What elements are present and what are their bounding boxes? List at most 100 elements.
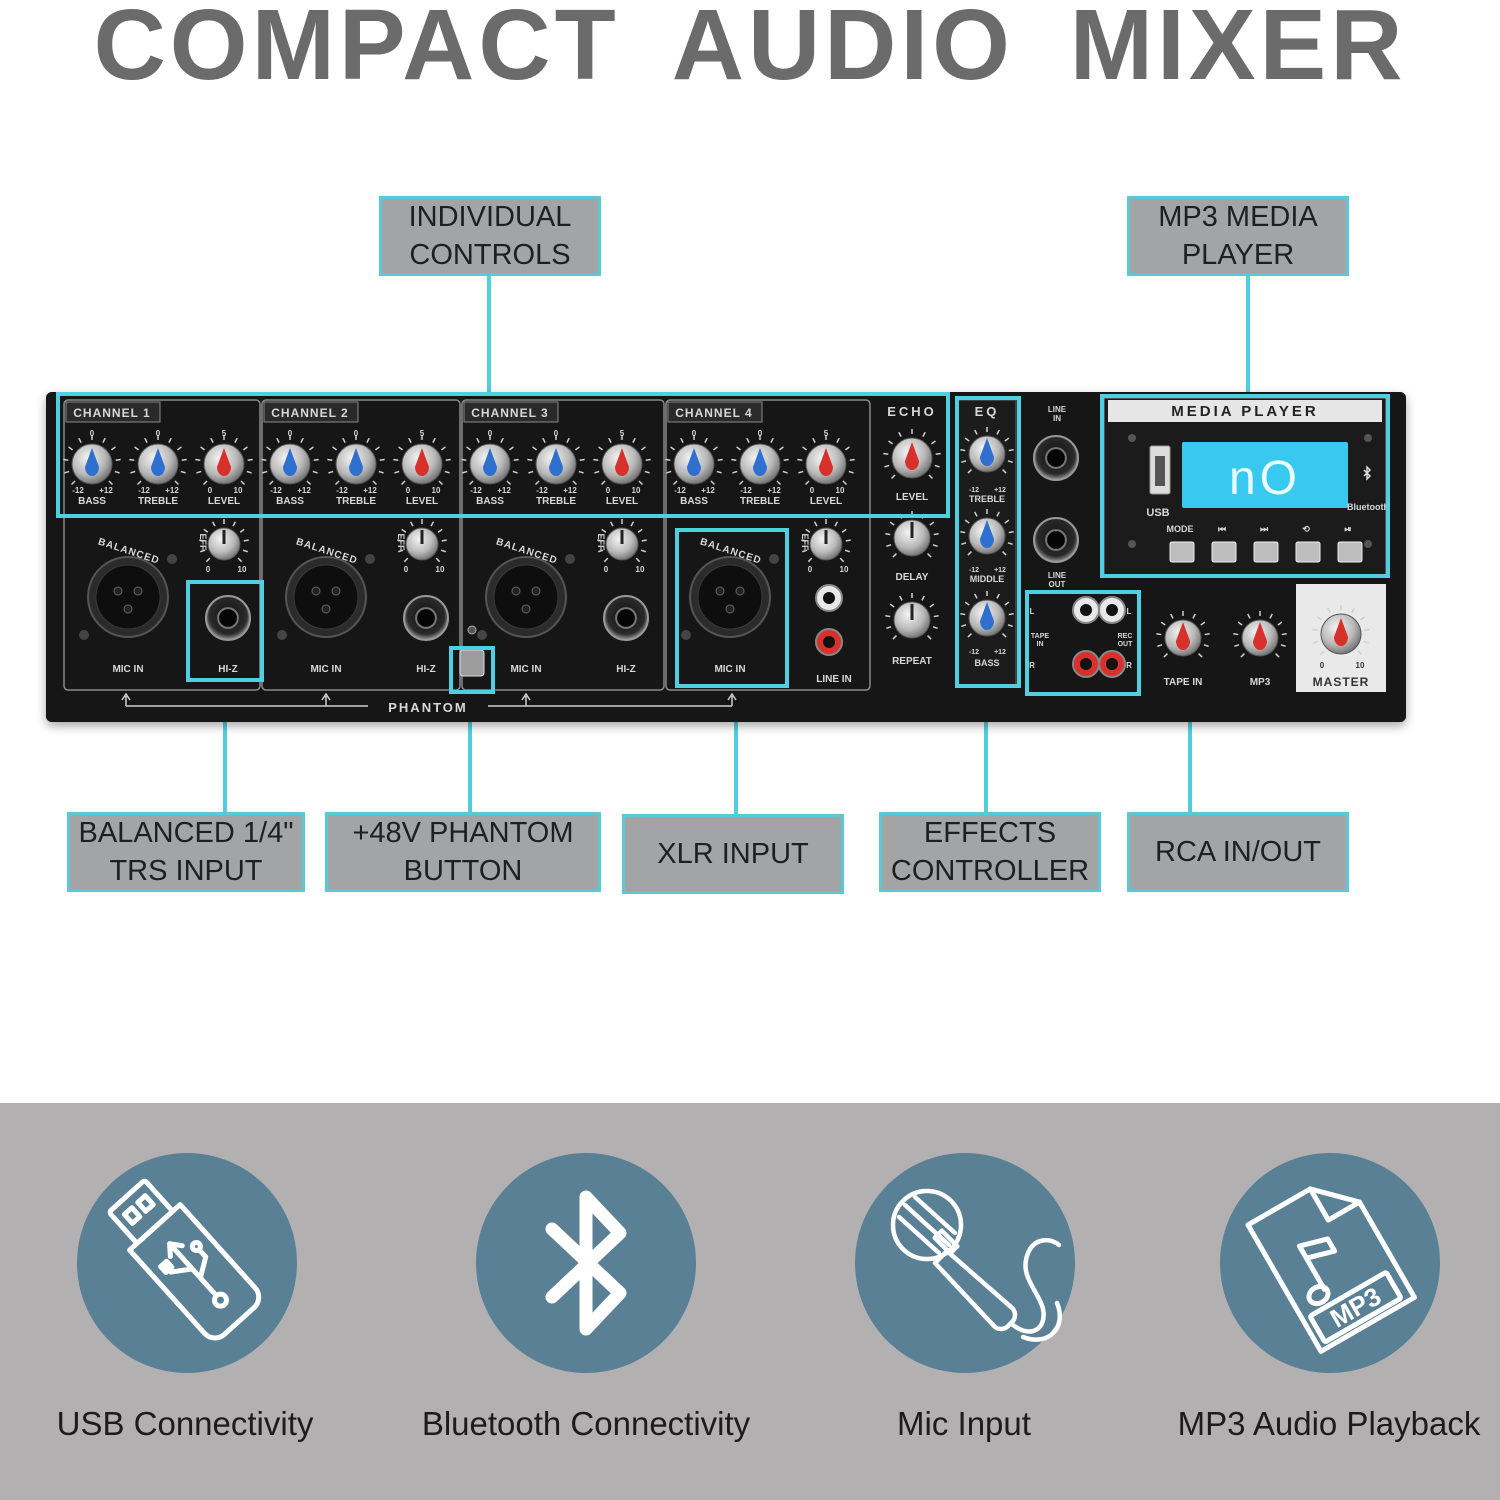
channel-4-knob-treble-tick [746, 437, 750, 443]
bluetooth-small-icon [1363, 465, 1372, 481]
feature-circle-bluetooth [476, 1153, 696, 1373]
channel-4-knob-treble-tick [776, 480, 782, 486]
eq-treble-knob-tick [996, 429, 1000, 435]
channel-4-scale-high-0: +12 [701, 486, 715, 495]
channel-1-knob-level-tick [234, 437, 238, 443]
channel-3-eff-knob-tick [597, 539, 603, 542]
channel-4-knob-level-tick [812, 437, 816, 443]
phantom-label-bg [368, 698, 488, 716]
rca-r-label-b: R [1126, 661, 1132, 670]
callout-phantom-button-text: +48V PHANTOM BUTTON [352, 817, 574, 887]
channel-2-knob-level-cap [415, 448, 429, 476]
channel-2-scale-high-1: +12 [363, 486, 377, 495]
channel-3-knob-level-tick [644, 470, 650, 474]
channel-2-eff-knob-tick [437, 528, 443, 533]
channel-4-scale-top-1: 0 [758, 429, 763, 438]
usb-drive-icon [107, 1178, 262, 1341]
eq-scale-low-0: -12 [969, 487, 979, 494]
channel-4-knob-level-tick [844, 446, 850, 451]
channel-3-xlr-jack-pin-2 [521, 604, 531, 614]
channel-1-knob-treble-tick [181, 458, 187, 461]
rec-out-rca-right-hole [1106, 658, 1118, 670]
channel-1-xlr-jack-screw-a [79, 630, 89, 640]
eq-bass-knob-tick [960, 613, 966, 616]
eq-middle-knob-tick [974, 511, 978, 517]
channel-4-eff-knob-tick [845, 539, 851, 542]
channel-1-knob-bass-cap [85, 448, 99, 476]
channel-1-knob-treble-tick [136, 480, 142, 486]
channel-1-knob-level-tick [196, 470, 202, 474]
channel-2-scale-high-0: +12 [297, 486, 311, 495]
channel-1-eff-low: 0 [206, 565, 211, 574]
channel-4-eff-knob-tick [801, 549, 808, 553]
channel-4-knob-level-tick [848, 470, 854, 474]
channel-4-knob-treble-tick [782, 470, 788, 474]
channel-2-knob-bass-tick [268, 480, 274, 486]
eq-treble-knob-tick [964, 437, 970, 442]
eq-middle-knob-tick [967, 551, 972, 556]
channel-3-scale-high-1: +12 [563, 486, 577, 495]
channel-1-knob-treble-tick [144, 437, 148, 443]
channel-2-knob-label-2: LEVEL [406, 496, 438, 507]
master-knob-tick [1313, 640, 1319, 644]
channel-3-knob-treble-tick [578, 470, 584, 474]
channel-4-knob-level-tick [804, 480, 810, 486]
media-screw-0 [1128, 434, 1136, 442]
channel-4-knob-level-tick [798, 470, 804, 474]
channel-2-knob-bass-tick [308, 446, 314, 451]
eq-bass-knob-tick [996, 593, 1000, 599]
bluetooth-icon [545, 1190, 627, 1336]
feature-label-bluetooth: Bluetooth Connectivity [421, 1405, 751, 1442]
channel-2-eff-label: EFF [396, 534, 406, 552]
channel-1-eff-knob-tick [211, 521, 216, 527]
usb-label: USB [1146, 507, 1169, 519]
channel-2-knob-bass-tick [262, 470, 268, 474]
channel-2-knob-bass-tick [266, 446, 272, 451]
channel-1-scale-high-0: +12 [99, 486, 113, 495]
channel-1-knob-bass-tick [63, 458, 69, 461]
channel-1-scale-low-1: -12 [138, 486, 150, 495]
callout-trs-input-text: BALANCED 1/4" TRS INPUT [78, 817, 294, 887]
channel-2-scale-low-2: 0 [406, 486, 411, 495]
channel-1-knob-label-2: LEVEL [208, 496, 240, 507]
echo-repeat-knob [885, 593, 939, 640]
eq-treble-knob [960, 427, 1014, 474]
channel-2-eff-knob-tick [409, 521, 414, 527]
master-knob-tick [1363, 640, 1369, 644]
rec-out-small-label: REC [1118, 633, 1133, 640]
connector-trs [223, 682, 227, 812]
channel-1-knob-treble-tick [168, 437, 172, 443]
tape-in-level-knob-tick [1160, 621, 1166, 626]
channel-3-knob-bass-tick [466, 446, 472, 451]
channel-4-knob-treble-tick [731, 458, 737, 461]
channel-1-scale-low-0: -12 [72, 486, 84, 495]
channel-4-knob-label-1: TREBLE [740, 496, 780, 507]
channel-1-scale-low-2: 0 [208, 486, 213, 495]
channel-4-rca-left-hole [823, 592, 835, 604]
channel-4-scale-low-1: -12 [740, 486, 752, 495]
media-button-label-2: ⏭ [1260, 524, 1269, 534]
eq-middle-knob-tick [1002, 551, 1007, 556]
channel-3-eff-knob-tick [601, 528, 607, 533]
eq-bass-knob-tick [1002, 633, 1007, 638]
connector-phantom [468, 694, 472, 812]
channel-1-eff-knob-tick [232, 521, 237, 527]
channel-4-knob-bass-tick [717, 458, 723, 461]
eq-bass-knob-cap [980, 602, 994, 630]
channel-3-eff-low: 0 [604, 565, 609, 574]
master-scale-low: 0 [1320, 661, 1325, 670]
echo-repeat-knob-tick [927, 635, 932, 640]
channel-2-knob-bass-tick [306, 480, 312, 486]
channel-4-knob-level [797, 435, 855, 486]
channel-4-knob-level-tick [842, 480, 848, 486]
eq-middle-knob-tick [1007, 542, 1013, 546]
echo-level-knob-tick [890, 474, 896, 480]
channel-1-eff-knob-tick [205, 557, 211, 563]
rec-out-small-label: OUT [1118, 641, 1134, 648]
mp3-level-knob-tick [1281, 633, 1287, 636]
channel-4-eff-knob-tick [841, 528, 847, 533]
channel-3-scale-low-2: 0 [606, 486, 611, 495]
echo-repeat-knob-tick [886, 626, 892, 630]
eq-middle-knob-tick [964, 519, 970, 524]
